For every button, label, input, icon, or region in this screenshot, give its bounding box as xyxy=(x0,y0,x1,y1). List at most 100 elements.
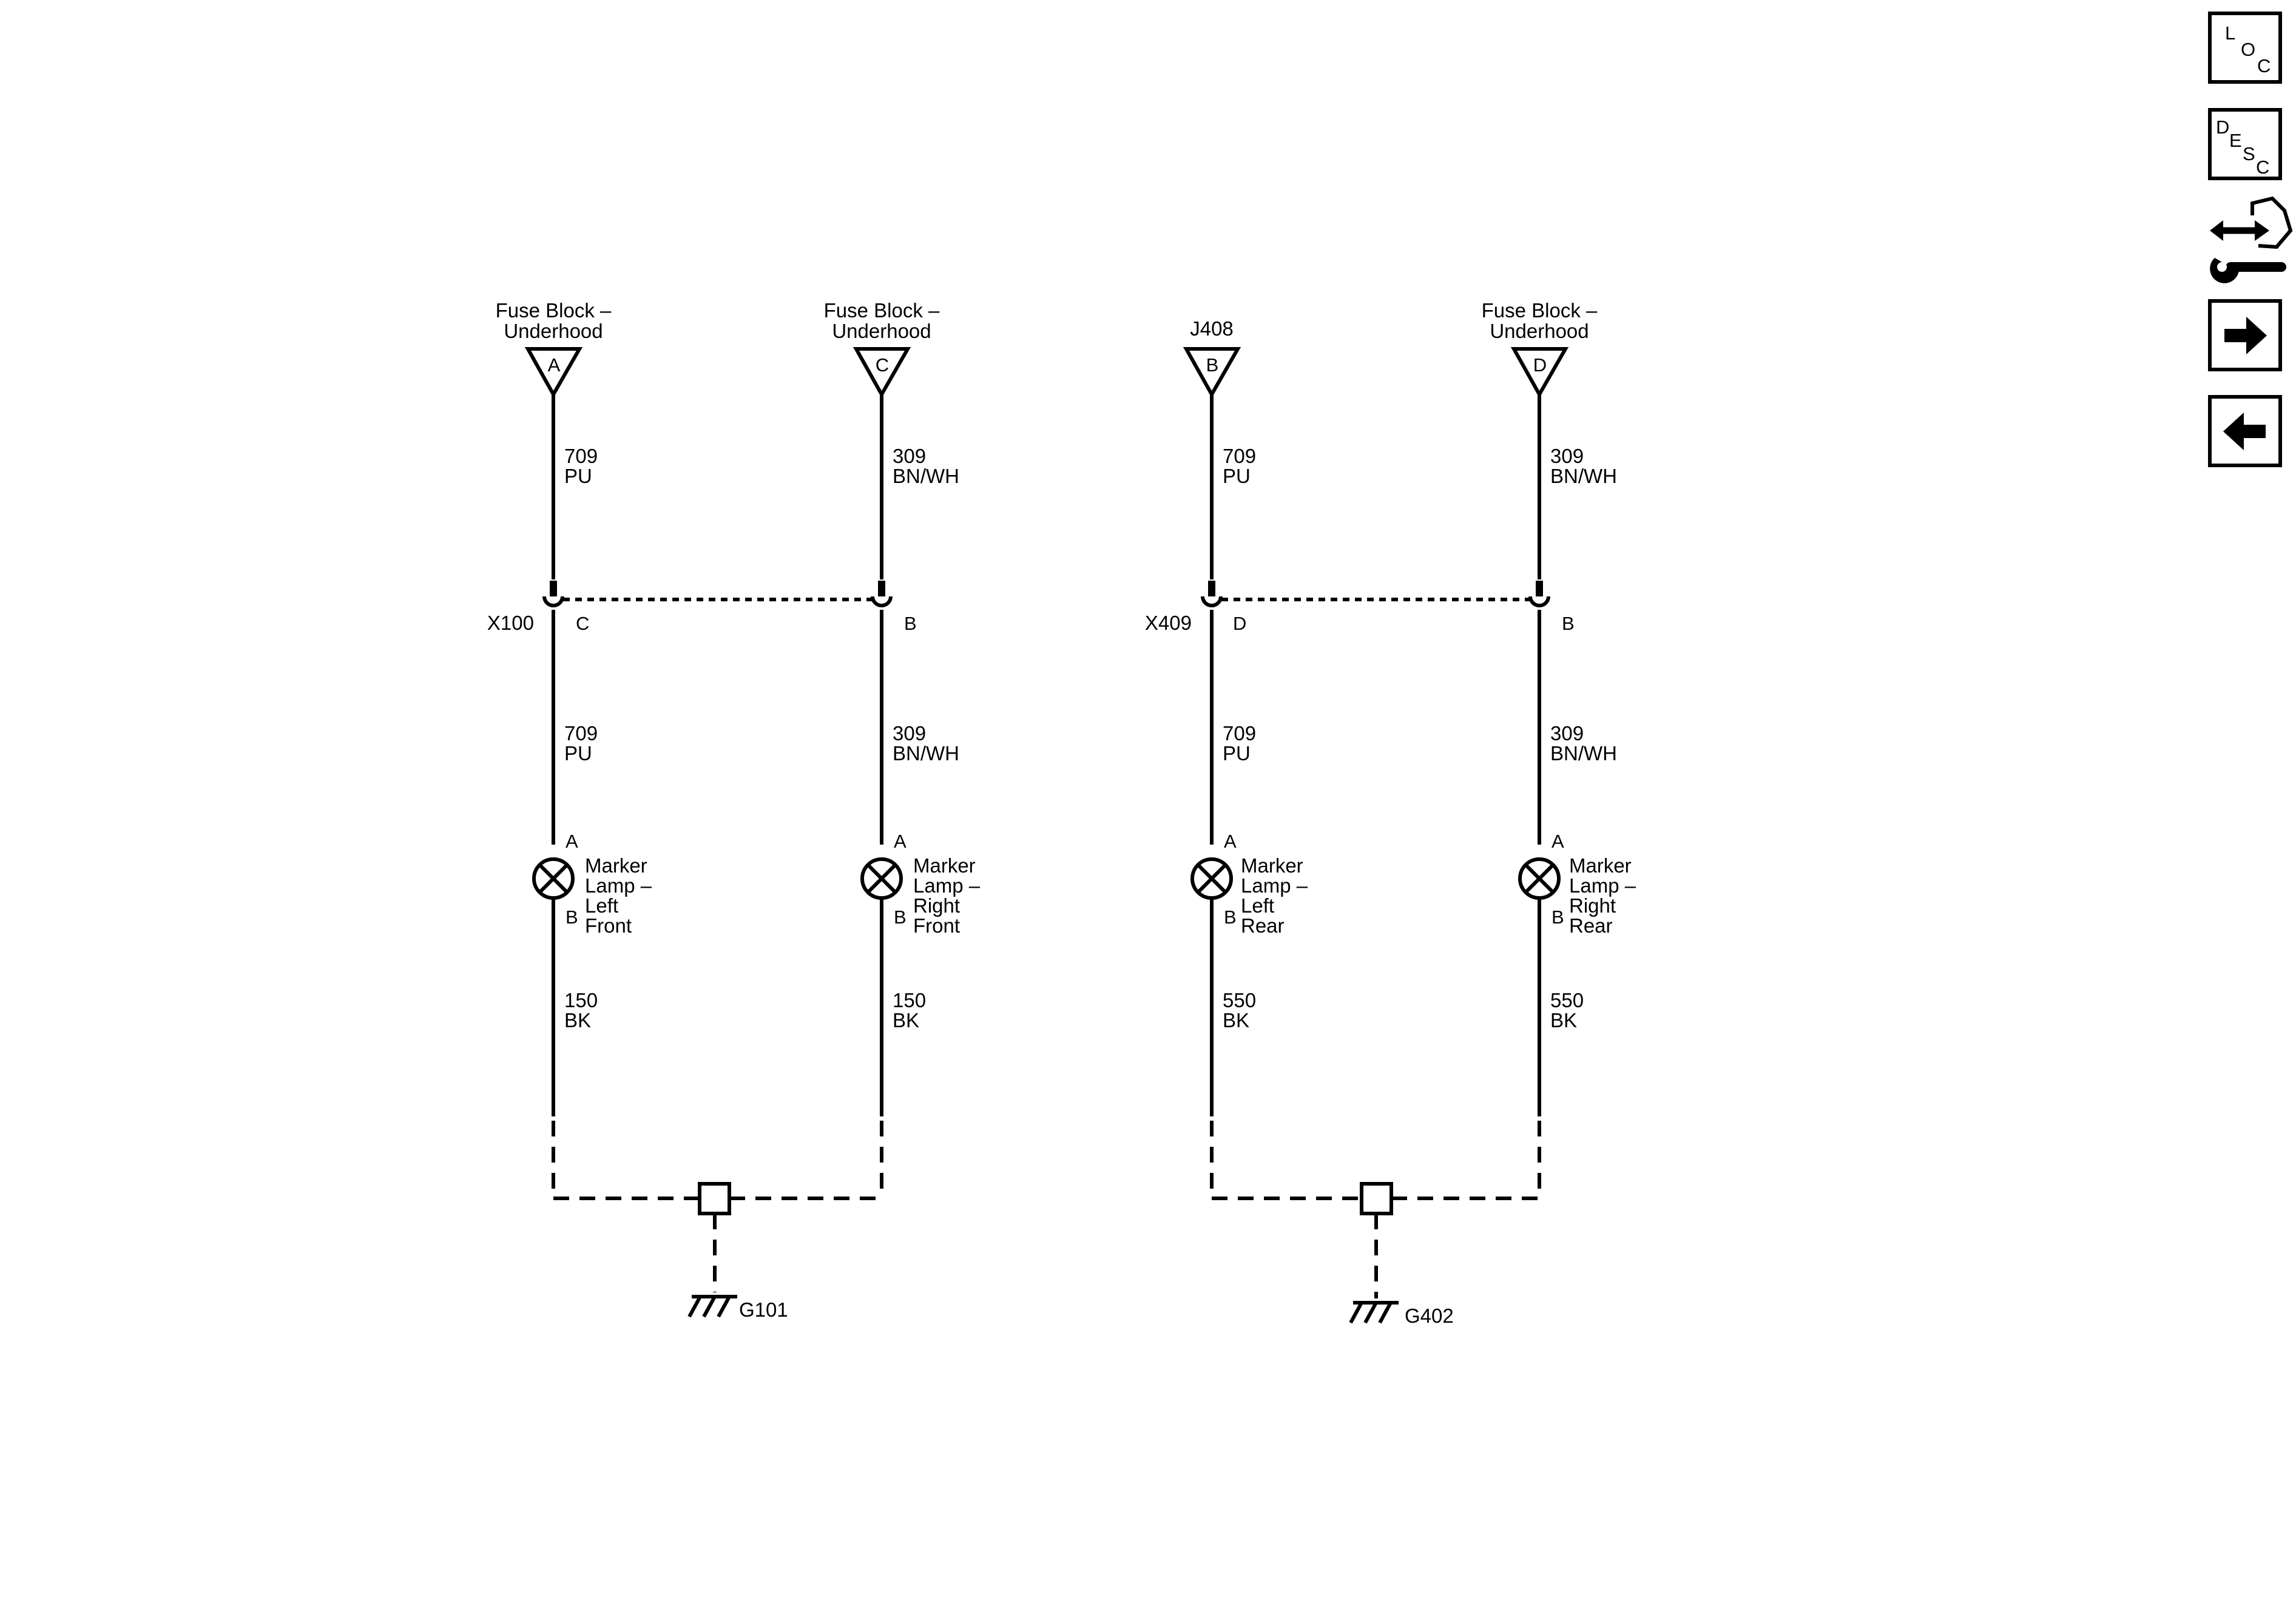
location-button[interactable]: L O C xyxy=(2208,12,2282,84)
connector-group-front: X100 G101 xyxy=(487,598,882,1321)
fuse-terminal-symbol xyxy=(524,347,583,399)
location-button-letter: L xyxy=(2225,22,2235,44)
connector-pin-label: B xyxy=(1562,613,1575,634)
lamp-label-line: Marker xyxy=(913,854,976,877)
connector-pin-female xyxy=(1208,581,1215,596)
ground-icon xyxy=(687,1295,737,1318)
previous-page-button[interactable] xyxy=(2208,395,2282,467)
circuit-right-rear: Fuse Block – Underhood D 309 BN/WH B 309… xyxy=(1482,299,1636,1198)
ground-label: G402 xyxy=(1405,1305,1454,1327)
wire-color-code: BK xyxy=(1550,1009,1577,1031)
description-button-frame xyxy=(2208,108,2282,180)
lamp-pin-b: B xyxy=(894,906,907,928)
source-pin-label: C xyxy=(876,354,889,376)
lamp-pin-a: A xyxy=(1224,831,1237,852)
lamp-label-line: Right xyxy=(1569,894,1616,917)
connector-pin-label: C xyxy=(576,613,589,634)
wire-circuit-number: 309 xyxy=(893,445,926,467)
arrow-right-icon xyxy=(2224,317,2267,354)
connector-pin-female xyxy=(878,581,885,596)
connector-pin-female xyxy=(1536,581,1543,596)
lamp-label-line: Lamp – xyxy=(585,874,652,897)
lamp-pin-b: B xyxy=(1551,906,1564,928)
lamp-pin-b: B xyxy=(566,906,578,928)
wire-circuit-number: 709 xyxy=(1223,445,1256,467)
lamp-label-line: Rear xyxy=(1569,914,1613,937)
wire-color-code: PU xyxy=(1223,465,1251,487)
lamp-pin-a: A xyxy=(894,831,907,852)
connector-cup-symbol xyxy=(542,596,564,607)
ground-label: G101 xyxy=(739,1298,788,1321)
fuse-terminal-symbol xyxy=(1183,347,1241,399)
lamp-label-line: Front xyxy=(913,914,960,937)
source-label-line: Fuse Block – xyxy=(824,299,940,322)
next-page-button[interactable] xyxy=(2208,299,2282,371)
lamp-pin-b: B xyxy=(1224,906,1237,928)
lamp-pin-a: A xyxy=(1551,831,1564,852)
source-label-line: J408 xyxy=(1190,317,1234,340)
wire-circuit-number: 150 xyxy=(564,989,598,1011)
lamp-bulb-icon-cross xyxy=(866,863,897,894)
source-label-line: Fuse Block – xyxy=(1482,299,1598,322)
location-button-letter: C xyxy=(2257,55,2271,76)
description-button-letter: C xyxy=(2256,157,2269,178)
location-button-letter: O xyxy=(2241,39,2255,60)
lamp-bulb-icon-cross xyxy=(1524,863,1555,894)
splice-pack-symbol xyxy=(698,1182,731,1215)
connector-group-rear: X409 G402 xyxy=(1145,598,1539,1327)
wire-circuit-number: 309 xyxy=(1550,445,1584,467)
wire-circuit-number: 550 xyxy=(1550,989,1584,1011)
source-label-line: Underhood xyxy=(504,320,603,342)
description-button-letter: E xyxy=(2229,130,2242,151)
source-pin-label: D xyxy=(1533,354,1547,376)
lamp-label-line: Right xyxy=(913,894,960,917)
wire-color-code: BK xyxy=(1223,1009,1249,1031)
wire-circuit-number: 309 xyxy=(1550,722,1584,744)
circuit-left-rear: J408 B 709 PU D 709 PU A B Marker Lamp –… xyxy=(1183,317,1308,1198)
wire-circuit-number: 150 xyxy=(893,989,926,1011)
wire-color-code: BN/WH xyxy=(893,465,959,487)
connector-label: X409 xyxy=(1145,612,1192,634)
wire-circuit-number: 550 xyxy=(1223,989,1256,1011)
connector-cup-symbol xyxy=(1201,596,1223,607)
connector-pin-label: B xyxy=(904,613,917,634)
wire-color-code: PU xyxy=(1223,742,1251,765)
lamp-label-line: Marker xyxy=(1569,854,1632,877)
lamp-label-line: Front xyxy=(585,914,632,937)
connector-pin-label: D xyxy=(1233,613,1246,634)
description-button[interactable]: D E S C xyxy=(2208,108,2282,180)
source-label-line: Underhood xyxy=(832,320,931,342)
lamp-pin-a: A xyxy=(566,831,578,852)
connector-wrench-icon[interactable] xyxy=(2210,196,2293,283)
lamp-label-line: Marker xyxy=(1241,854,1303,877)
lamp-label-line: Lamp – xyxy=(1241,874,1308,897)
wire-color-code: BN/WH xyxy=(1550,742,1617,765)
lamp-bulb-icon-cross xyxy=(538,863,569,894)
source-label-line: Fuse Block – xyxy=(496,299,612,322)
location-button-frame xyxy=(2208,12,2282,84)
fuse-terminal-symbol xyxy=(853,347,911,399)
nav-toolbar: L O C D E S C xyxy=(2208,12,2293,467)
ground-icon xyxy=(1349,1301,1399,1324)
wire-color-code: BK xyxy=(564,1009,591,1031)
wire-color-code: PU xyxy=(564,465,592,487)
source-label-line: Underhood xyxy=(1490,320,1589,342)
lamp-label-line: Rear xyxy=(1241,914,1285,937)
lamp-label-line: Left xyxy=(1241,894,1274,917)
circuit-left-front: Fuse Block – Underhood A 709 PU C 709 PU… xyxy=(496,299,652,1198)
lamp-label-line: Lamp – xyxy=(1569,874,1636,897)
circuit-right-front: Fuse Block – Underhood C 309 BN/WH B 309… xyxy=(824,299,981,1198)
arrow-left-icon xyxy=(2223,413,2266,450)
wire-color-code: PU xyxy=(564,742,592,765)
wire-circuit-number: 309 xyxy=(893,722,926,744)
wire-color-code: BN/WH xyxy=(893,742,959,765)
description-button-letter: D xyxy=(2216,116,2229,138)
source-pin-label: B xyxy=(1206,354,1219,376)
lamp-label-line: Lamp – xyxy=(913,874,981,897)
wire-circuit-number: 709 xyxy=(564,445,598,467)
wire-color-code: BN/WH xyxy=(1550,465,1617,487)
fuse-terminal-symbol xyxy=(1510,347,1569,399)
connector-cup-symbol xyxy=(1528,596,1550,607)
source-pin-label: A xyxy=(548,354,561,376)
